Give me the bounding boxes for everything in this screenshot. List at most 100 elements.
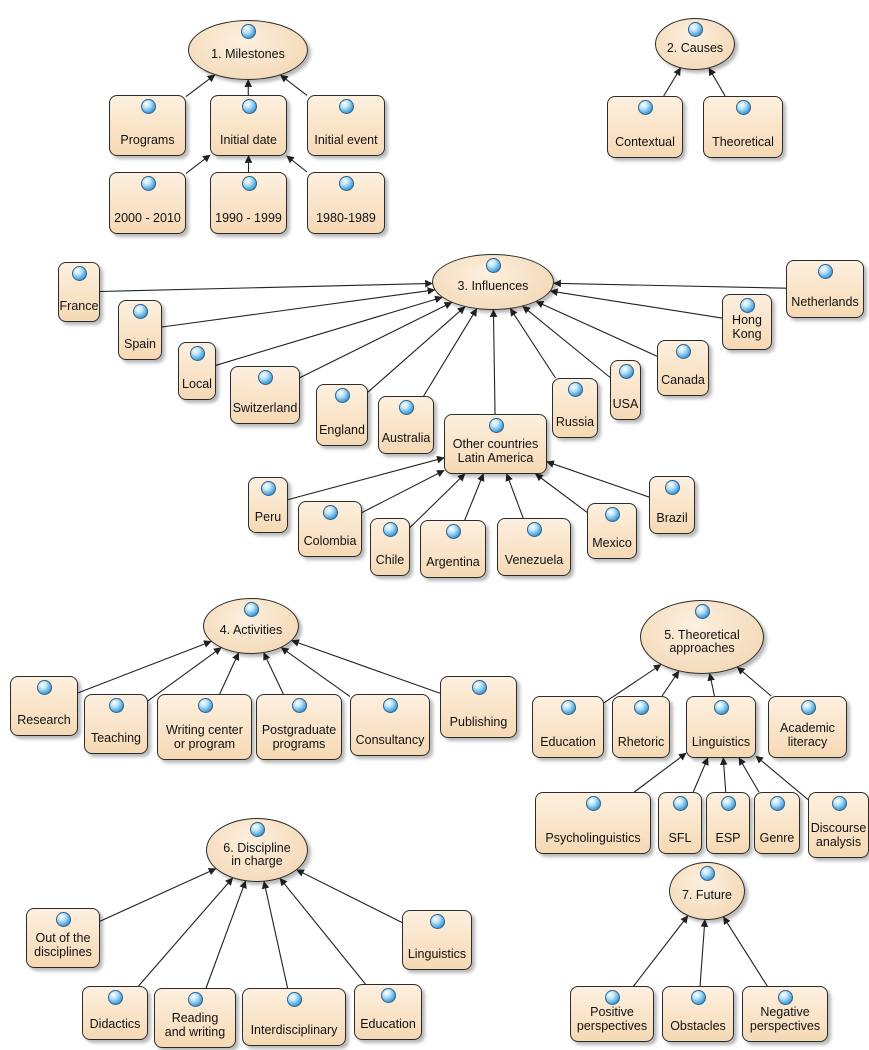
edge-canada-to-influences bbox=[535, 301, 658, 357]
node-initial-date[interactable]: Initial date bbox=[210, 95, 287, 156]
node-academic-literacy[interactable]: Academic literacy bbox=[768, 696, 847, 758]
node-label: Consultancy bbox=[355, 732, 425, 747]
edge-theoretical-to-causes bbox=[708, 67, 726, 97]
node-russia[interactable]: Russia bbox=[552, 378, 598, 438]
node-label: Venezuela bbox=[504, 552, 564, 567]
node-sfl[interactable]: SFL bbox=[658, 792, 702, 854]
node-colombia[interactable]: Colombia bbox=[298, 501, 362, 557]
node-education5[interactable]: Education bbox=[532, 696, 604, 758]
node-reading-writing[interactable]: Reading and writing bbox=[154, 988, 236, 1048]
node-usa[interactable]: USA bbox=[610, 360, 641, 420]
node-label: Contextual bbox=[615, 134, 675, 149]
node-australia[interactable]: Australia bbox=[378, 396, 434, 454]
node-label: Colombia bbox=[303, 533, 357, 548]
node-theoretical[interactable]: Theoretical bbox=[703, 96, 783, 158]
node-england[interactable]: England bbox=[316, 384, 368, 446]
node-milestones[interactable]: 1. Milestones bbox=[188, 20, 308, 80]
node-future[interactable]: 7. Future bbox=[669, 862, 745, 920]
node-mexico[interactable]: Mexico bbox=[587, 503, 637, 559]
node-spain[interactable]: Spain bbox=[118, 300, 162, 360]
node-y1990[interactable]: 1990 - 1999 bbox=[210, 172, 287, 234]
node-hongkong[interactable]: Hong Kong bbox=[722, 294, 772, 350]
node-label: Academic literacy bbox=[780, 721, 835, 749]
node-label: Psycholinguistics bbox=[545, 830, 641, 845]
node-france[interactable]: France bbox=[58, 262, 100, 322]
node-negative[interactable]: Negative perspectives bbox=[742, 986, 828, 1042]
node-postgraduate[interactable]: Postgraduate programs bbox=[256, 694, 342, 760]
blue-ball-icon bbox=[258, 370, 273, 385]
blue-ball-icon bbox=[261, 481, 276, 496]
edge-linguistics5-to-theoretical-approaches bbox=[707, 672, 715, 697]
node-influences[interactable]: 3. Influences bbox=[432, 254, 554, 310]
blue-ball-icon bbox=[287, 992, 302, 1007]
node-label: Out of the disciplines bbox=[34, 931, 92, 959]
node-education6[interactable]: Education bbox=[354, 984, 422, 1040]
node-label: Australia bbox=[381, 430, 431, 445]
blue-ball-icon bbox=[241, 24, 256, 39]
node-activities[interactable]: 4. Activities bbox=[203, 598, 299, 654]
node-contextual[interactable]: Contextual bbox=[607, 96, 683, 158]
node-other-latam[interactable]: Other countries Latin America bbox=[444, 414, 547, 474]
node-theoretical-approaches[interactable]: 5. Theoretical approaches bbox=[640, 600, 764, 674]
edge-esp-to-linguistics5 bbox=[719, 757, 728, 793]
node-canada[interactable]: Canada bbox=[657, 340, 709, 396]
edge-consultancy-to-activities bbox=[280, 647, 351, 697]
node-obstacles[interactable]: Obstacles bbox=[662, 986, 734, 1042]
node-teaching[interactable]: Teaching bbox=[84, 694, 148, 754]
blue-ball-icon bbox=[56, 912, 71, 927]
node-linguistics6[interactable]: Linguistics bbox=[402, 910, 472, 970]
node-writing-center[interactable]: Writing center or program bbox=[157, 694, 252, 760]
node-label: France bbox=[59, 298, 99, 313]
blue-ball-icon bbox=[688, 22, 703, 37]
edge-education6-to-discipline bbox=[279, 877, 366, 985]
node-y1980[interactable]: 1980-1989 bbox=[307, 172, 385, 234]
node-argentina[interactable]: Argentina bbox=[420, 520, 486, 578]
node-rhetoric[interactable]: Rhetoric bbox=[612, 696, 670, 758]
node-label: Linguistics bbox=[691, 734, 751, 749]
node-publishing[interactable]: Publishing bbox=[440, 676, 517, 738]
node-local[interactable]: Local bbox=[178, 342, 216, 400]
blue-ball-icon bbox=[339, 176, 354, 191]
node-label: Brazil bbox=[656, 510, 688, 525]
node-programs[interactable]: Programs bbox=[109, 95, 186, 156]
node-venezuela[interactable]: Venezuela bbox=[497, 518, 571, 576]
node-discipline[interactable]: 6. Discipline in charge bbox=[206, 818, 308, 882]
edge-y1980-to-initial-date bbox=[286, 155, 308, 173]
node-peru[interactable]: Peru bbox=[248, 477, 288, 533]
node-didactics[interactable]: Didactics bbox=[82, 986, 148, 1040]
node-label: 1980-1989 bbox=[316, 210, 376, 225]
node-switzerland[interactable]: Switzerland bbox=[230, 366, 300, 424]
node-initial-event[interactable]: Initial event bbox=[307, 95, 385, 156]
node-discourse-analysis[interactable]: Discourse analysis bbox=[808, 792, 869, 858]
node-out-of-disciplines[interactable]: Out of the disciplines bbox=[26, 908, 100, 968]
node-label: Rhetoric bbox=[617, 734, 665, 749]
edge-initial-event-to-milestones bbox=[280, 74, 308, 96]
node-label: Education bbox=[540, 734, 596, 749]
blue-ball-icon bbox=[736, 100, 751, 115]
node-positive[interactable]: Positive perspectives bbox=[570, 986, 654, 1042]
node-esp[interactable]: ESP bbox=[706, 792, 750, 854]
node-brazil[interactable]: Brazil bbox=[649, 476, 695, 534]
edge-negative-to-future bbox=[723, 916, 768, 987]
node-label: 2. Causes bbox=[666, 41, 724, 56]
node-linguistics5[interactable]: Linguistics bbox=[686, 696, 756, 758]
edge-postgraduate-to-activities bbox=[263, 652, 284, 695]
node-y2000[interactable]: 2000 - 2010 bbox=[109, 172, 186, 234]
node-netherlands[interactable]: Netherlands bbox=[786, 260, 864, 318]
node-consultancy[interactable]: Consultancy bbox=[350, 694, 430, 756]
edge-interdisciplinary-to-discipline bbox=[261, 880, 289, 989]
blue-ball-icon bbox=[241, 176, 257, 191]
node-research[interactable]: Research bbox=[10, 676, 78, 736]
edge-spain-to-influences bbox=[161, 287, 436, 328]
node-psycholinguistics[interactable]: Psycholinguistics bbox=[535, 792, 651, 854]
blue-ball-icon bbox=[241, 99, 257, 114]
blue-ball-icon bbox=[800, 700, 816, 715]
blue-ball-icon bbox=[700, 866, 715, 881]
node-label: Didactics bbox=[89, 1016, 141, 1031]
node-genre[interactable]: Genre bbox=[754, 792, 800, 854]
node-interdisciplinary[interactable]: Interdisciplinary bbox=[242, 988, 346, 1046]
node-chile[interactable]: Chile bbox=[370, 518, 410, 576]
edge-hongkong-to-influences bbox=[549, 288, 723, 319]
node-causes[interactable]: 2. Causes bbox=[655, 18, 735, 70]
blue-ball-icon bbox=[605, 990, 620, 1005]
